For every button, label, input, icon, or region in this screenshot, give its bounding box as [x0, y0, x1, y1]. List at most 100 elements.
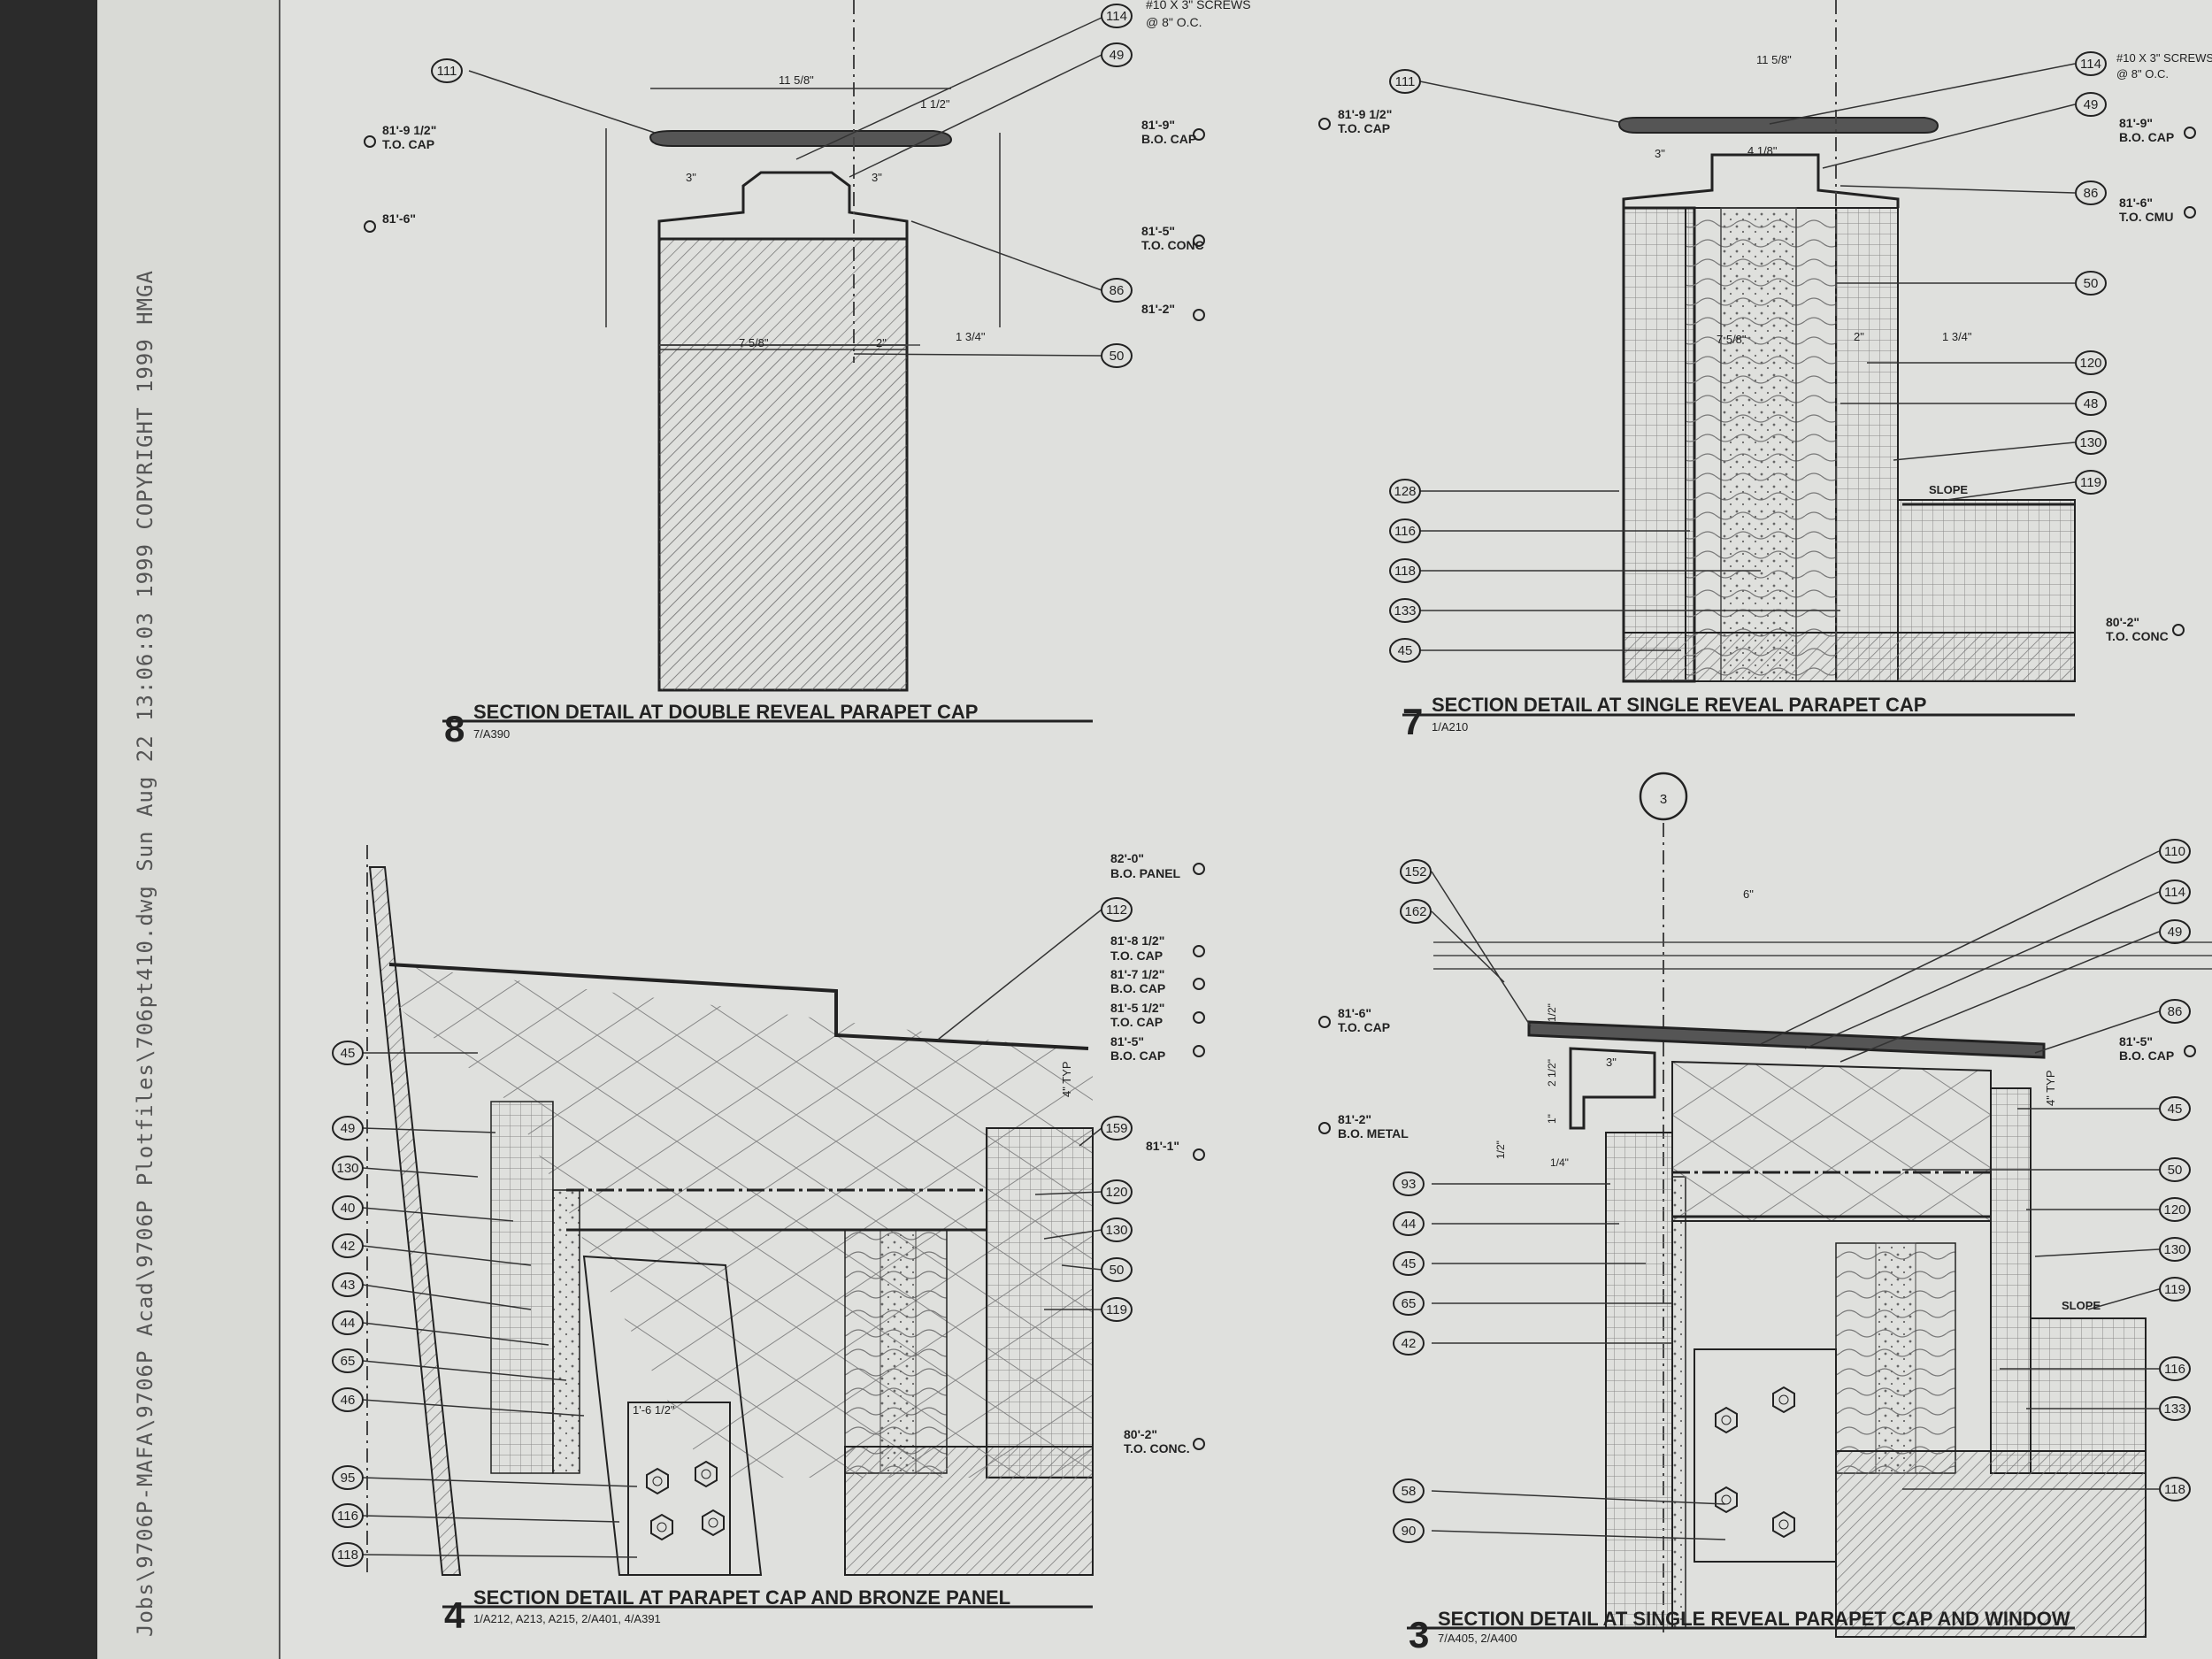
keynote-bubble: 130: [2075, 430, 2107, 455]
svg-text:95: 95: [341, 1471, 356, 1486]
keynote-bubble: 86: [1101, 278, 1133, 303]
svg-text:6": 6": [1743, 887, 1754, 901]
svg-text:110: 110: [2164, 844, 2185, 859]
svg-text:40: 40: [341, 1201, 356, 1216]
svg-text:4 1/8": 4 1/8": [1747, 144, 1778, 157]
elevation-marker: 81'-9"B.O. CAP: [1141, 118, 1205, 146]
detail-number: 4: [444, 1594, 465, 1636]
svg-text:B.O. CAP: B.O. CAP: [1110, 981, 1165, 995]
keynote-bubble: 45: [332, 1041, 364, 1065]
svg-text:130: 130: [1105, 1223, 1127, 1238]
keynote-bubble: 45: [1393, 1251, 1425, 1276]
keynote-bubble: 86: [2159, 999, 2191, 1024]
svg-text:45: 45: [1398, 643, 1413, 658]
keynote-bubble: 130: [1101, 1217, 1133, 1242]
parapet-cap: [649, 130, 953, 147]
detail-title: SECTION DETAIL AT PARAPET CAP AND BRONZE…: [473, 1586, 1010, 1609]
svg-text:81'-1": 81'-1": [1146, 1139, 1179, 1153]
svg-text:2 1/2": 2 1/2": [1546, 1059, 1558, 1087]
svg-text:T.O. CONC.: T.O. CONC.: [1124, 1441, 1190, 1455]
svg-text:B.O. CAP: B.O. CAP: [2119, 1048, 2174, 1063]
keynote-bubble: 114: [1101, 4, 1133, 28]
keynote-bubble: 49: [2159, 919, 2191, 944]
elevation-marker: 81'-5"B.O. CAP: [2119, 1034, 2196, 1063]
svg-text:81'-5": 81'-5": [1110, 1034, 1144, 1048]
keynote-bubble: 46: [332, 1387, 364, 1412]
keynote-bubble: 44: [1393, 1211, 1425, 1236]
detail-4: 45 49 130 40 42 43 44 65 46 95 116 118 1…: [332, 845, 1205, 1636]
keynote-bubble: 133: [2159, 1396, 2191, 1421]
svg-text:81'-9 1/2": 81'-9 1/2": [1338, 107, 1392, 121]
keynote-bubble: 152: [1400, 859, 1432, 884]
svg-text:80'-2": 80'-2": [1124, 1427, 1157, 1441]
svg-text:44: 44: [341, 1316, 356, 1331]
grid-bubble: 3: [1639, 772, 1688, 821]
keynote-bubble: 42: [332, 1233, 364, 1258]
svg-text:1/2": 1/2": [1546, 1003, 1558, 1022]
elevation-marker: 81'-8 1/2"T.O. CAP: [1110, 933, 1205, 963]
bolt-icon: [650, 1513, 673, 1541]
elevation-marker: 81'-5"B.O. CAP: [1110, 1034, 1205, 1063]
svg-text:SLOPE: SLOPE: [1929, 483, 1968, 496]
svg-text:81'-6": 81'-6": [1338, 1006, 1371, 1020]
elevation-marker: 81'-5 1/2"T.O. CAP: [1110, 1001, 1205, 1029]
keynote-bubble: 114: [2159, 879, 2191, 904]
svg-text:118: 118: [1394, 564, 1416, 579]
spacing-note: @ 8" O.C.: [1146, 15, 1202, 29]
svg-text:B.O. CAP: B.O. CAP: [2119, 130, 2174, 144]
detail-3: 3: [1318, 772, 2212, 1655]
svg-text:B.O. METAL: B.O. METAL: [1338, 1126, 1409, 1141]
elevation-marker: 81'-1": [1146, 1139, 1205, 1161]
keynote-bubble: 65: [1393, 1291, 1425, 1316]
svg-text:45: 45: [1402, 1256, 1417, 1271]
svg-text:114: 114: [2164, 885, 2185, 900]
keynote-bubble: 114: [2075, 51, 2107, 76]
elevation-marker: 81'-2": [1141, 302, 1205, 321]
svg-text:3": 3": [1655, 147, 1665, 160]
detail-reference: 1/A212, A213, A215, 2/A401, 4/A391: [473, 1612, 661, 1625]
svg-text:119: 119: [2080, 475, 2101, 490]
svg-text:86: 86: [1110, 283, 1125, 298]
keynote-bubble: 110: [2159, 839, 2191, 864]
svg-text:162: 162: [1404, 904, 1426, 919]
svg-text:93: 93: [1402, 1177, 1417, 1192]
svg-text:90: 90: [1402, 1524, 1417, 1539]
keynote-bubble: 111: [1389, 69, 1421, 94]
svg-text:86: 86: [2168, 1004, 2183, 1019]
svg-text:111: 111: [437, 64, 457, 79]
svg-text:1 1/2": 1 1/2": [920, 97, 950, 111]
svg-text:49: 49: [2084, 97, 2099, 112]
keynote-bubble: 42: [1393, 1331, 1425, 1356]
svg-text:45: 45: [341, 1046, 356, 1061]
keynote-bubble: 119: [1101, 1297, 1133, 1322]
svg-text:49: 49: [2168, 925, 2183, 940]
svg-text:81'-9 1/2": 81'-9 1/2": [382, 123, 436, 137]
elevation-marker: 80'-2"T.O. CONC.: [1124, 1427, 1205, 1455]
keynote-bubble: 119: [2075, 470, 2107, 495]
svg-text:81'-9": 81'-9": [1141, 118, 1175, 132]
keynote-bubble: 49: [332, 1116, 364, 1141]
keynote-bubble: 159: [1101, 1116, 1133, 1141]
svg-text:81'-5": 81'-5": [2119, 1034, 2153, 1048]
svg-text:@ 8" O.C.: @ 8" O.C.: [2116, 67, 2169, 81]
svg-text:B.O. CAP: B.O. CAP: [1110, 1048, 1165, 1063]
detail-title: SECTION DETAIL AT SINGLE REVEAL PARAPET …: [1438, 1608, 2070, 1630]
svg-text:50: 50: [1110, 1263, 1125, 1278]
svg-text:82'-0": 82'-0": [1110, 851, 1144, 865]
svg-text:B.O. PANEL: B.O. PANEL: [1110, 866, 1181, 880]
keynote-bubble: 118: [332, 1542, 364, 1567]
keynote-bubble: 43: [332, 1272, 364, 1297]
svg-text:130: 130: [2079, 435, 2101, 450]
svg-text:81'-5": 81'-5": [1141, 224, 1175, 238]
svg-text:1 3/4": 1 3/4": [956, 330, 986, 343]
svg-text:46: 46: [341, 1393, 356, 1408]
elevation-marker: 81'-5"T.O. CONC: [1141, 224, 1205, 252]
svg-text:111: 111: [1395, 74, 1416, 89]
svg-text:11 5/8": 11 5/8": [779, 73, 814, 87]
svg-text:3": 3": [1606, 1056, 1617, 1069]
svg-text:81'-6": 81'-6": [2119, 196, 2153, 210]
svg-text:159: 159: [1105, 1121, 1127, 1136]
svg-text:49: 49: [341, 1121, 356, 1136]
